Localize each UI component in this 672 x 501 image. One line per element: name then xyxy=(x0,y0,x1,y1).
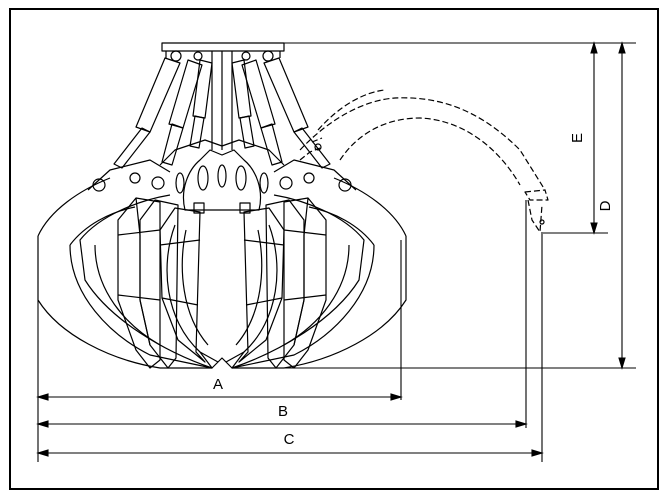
dimension-c-line xyxy=(36,449,544,457)
dimension-a-label: A xyxy=(213,376,223,393)
dimension-b-line xyxy=(36,420,528,428)
drawing-frame xyxy=(9,8,659,490)
dimension-b-label: B xyxy=(278,403,288,420)
inner-tines-right xyxy=(238,197,327,369)
inner-tines-left xyxy=(117,197,206,369)
hydraulic-cylinders-left xyxy=(113,57,213,169)
top-mounting-plate xyxy=(161,42,285,150)
dimension-a-line xyxy=(36,393,403,401)
dimension-d-label: D xyxy=(597,200,614,211)
central-jaws xyxy=(166,224,278,369)
dimension-c-label: C xyxy=(284,431,295,448)
outer-tines xyxy=(37,177,407,369)
open-tine-dashed xyxy=(299,89,549,233)
middle-tines xyxy=(69,206,375,369)
hydraulic-cylinders-right xyxy=(231,57,331,169)
dimension-d-line xyxy=(618,41,626,370)
central-hub xyxy=(87,139,357,214)
dimension-e-label: E xyxy=(569,133,586,143)
dimension-e-line xyxy=(590,41,598,235)
